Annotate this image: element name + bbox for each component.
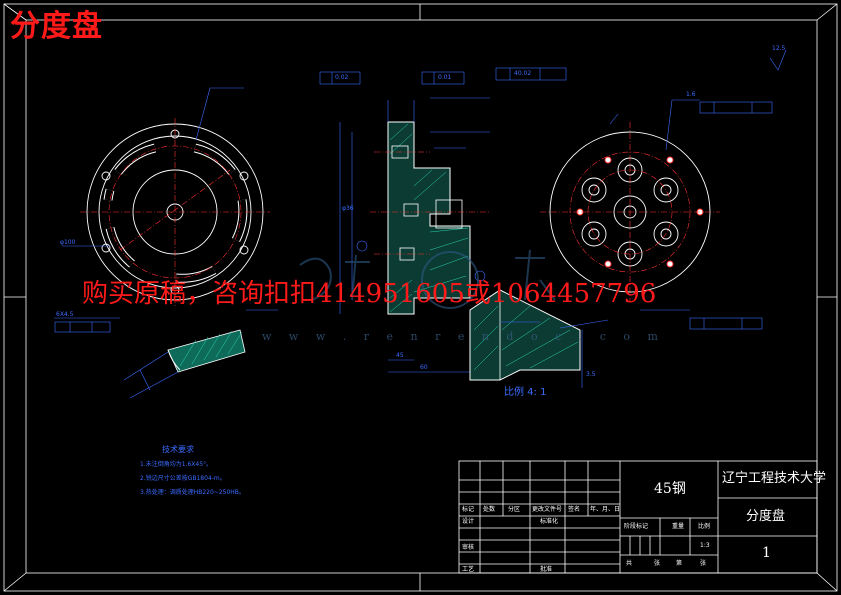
right-view-dims: [609, 49, 787, 330]
right-view-centerlines: [540, 122, 720, 302]
material-label: 45钢: [654, 481, 686, 497]
title-block: [458, 460, 818, 574]
dim-label: 45: [396, 352, 404, 359]
row-label: 设计: [462, 518, 475, 525]
header-cell: 分区: [508, 506, 521, 513]
middle-section-view: [319, 67, 567, 373]
left-view-dims: [54, 87, 278, 333]
tech-req-heading: 技术要求: [162, 445, 194, 454]
row-label: 工艺: [462, 566, 475, 573]
dim-label: φ100: [60, 239, 76, 246]
stage-label: 比例: [698, 523, 711, 530]
tech-req-line: 2.锐边尺寸公差按GB1804-m。: [140, 475, 226, 482]
left-view-centerlines: [80, 118, 270, 306]
stage-label: 阶段标记: [624, 523, 649, 530]
dim-label: 60: [420, 364, 428, 371]
row-label: 标准化: [540, 518, 559, 525]
sheet-label: 张: [700, 560, 707, 567]
dim-label: 12.5: [772, 45, 786, 52]
sheet-number: 1: [762, 545, 771, 561]
row-label: 审核: [462, 544, 475, 551]
purchase-notice-overlay: 购买原稿，咨询扣扣414951605或1064457796: [82, 279, 657, 309]
row-label: 批准: [540, 566, 553, 573]
tech-req-line: 3.热处理：调质处理HB220~250HB。: [140, 489, 245, 496]
drawing-title-overlay: 分度盘: [10, 9, 103, 44]
part-name: 分度盘: [746, 509, 786, 524]
sheet-label: 共: [626, 560, 633, 567]
site-watermark: w w w . r e n r e n d o c . c o m: [262, 330, 665, 343]
slot-detail: [123, 329, 246, 399]
dim-label: φ36: [342, 205, 354, 212]
dim-label: 3.5: [586, 371, 596, 378]
header-cell: 处数: [483, 506, 496, 513]
left-view-disc: [86, 123, 264, 301]
header-cell: 年、月、日: [590, 506, 621, 513]
header-cell: 标记: [462, 506, 475, 513]
drawing-frame: [3, 3, 838, 592]
section-scale-label: 比例 4: 1: [504, 387, 547, 398]
scale-value: 1:3: [700, 542, 710, 549]
watermark-logo: [299, 249, 556, 309]
dim-label: 1.6: [686, 91, 696, 98]
dim-label: 40.02: [514, 70, 532, 77]
stage-label: 重量: [672, 523, 685, 530]
school-name: 辽宁工程技术大学: [722, 471, 827, 486]
sheet-label: 张: [654, 560, 661, 567]
dim-label: 0.02: [335, 74, 349, 81]
header-cell: 更改文件号: [532, 506, 563, 513]
tech-req-line: 1.未注倒角均为1.6X45°。: [140, 461, 213, 468]
dim-label: 0.01: [438, 74, 452, 81]
magnified-detail: [469, 289, 609, 388]
dim-label: 6X4.5: [56, 311, 74, 318]
header-cell: 签名: [568, 506, 581, 513]
sheet-label: 第: [676, 560, 683, 567]
